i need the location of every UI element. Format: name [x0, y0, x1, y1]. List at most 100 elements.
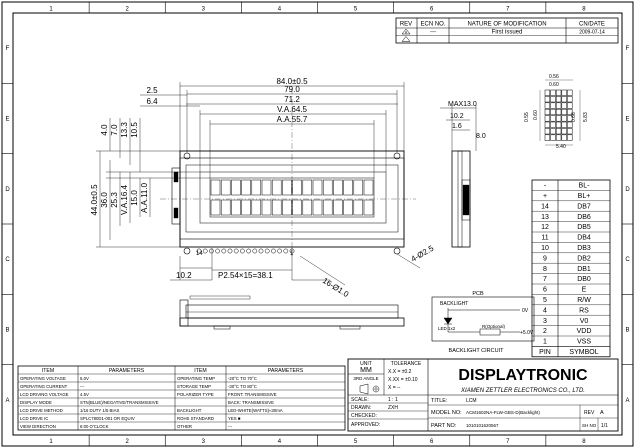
dim-side-8: 8.0 [476, 133, 486, 140]
char-cell [220, 199, 231, 216]
param-header: ITEM [42, 368, 54, 374]
param-cell: LCD DRIVE METHOD [20, 408, 63, 413]
pin-pads [196, 248, 295, 254]
pin-number: 13 [541, 214, 549, 221]
dim-36: 36.0 [100, 192, 109, 208]
five-volt-label: +5.0V [520, 330, 534, 336]
param-cell: STORAGE TEMP [177, 384, 211, 389]
dot [567, 121, 573, 128]
nature-value: First issued [492, 30, 523, 36]
char-cell [353, 199, 364, 216]
ecn-header: ECN NO. [420, 22, 445, 28]
param-cell: FRONT: TRANSMISSIVE [228, 392, 277, 397]
col-label-bottom: 5 [354, 439, 358, 445]
zero-volt-label: 0V [522, 308, 529, 314]
dot [544, 96, 551, 103]
dim-aa-11: A.A.11.0 [140, 182, 149, 213]
dot [544, 115, 551, 122]
dot [555, 89, 562, 96]
rev-label: REV [584, 410, 595, 416]
drawn-label: DRAWN: [351, 405, 371, 411]
dim-width: 84.0±0.5 [276, 77, 308, 86]
rev-triangle-icon [401, 28, 411, 35]
param-cell: BACKLIGHT [177, 408, 202, 413]
pin-symbol: DB2 [577, 255, 591, 262]
char-cell [333, 179, 343, 196]
char-cell [261, 199, 272, 216]
top-dimensions [179, 82, 405, 178]
model-value: ACM1602NA-FLW-GBS-D(Backlight) [466, 410, 540, 415]
pin-number: 4 [543, 307, 547, 314]
pin-number: - [544, 183, 547, 190]
pin-symbol: DB5 [577, 224, 591, 231]
char-cell [363, 199, 374, 216]
dim-height: 44.0±0.5 [90, 184, 99, 216]
row-label-right: B [625, 328, 629, 334]
dim-13-3: 13.3 [120, 122, 129, 138]
pin-symbol: VDD [577, 328, 592, 335]
row-label-right: C [625, 257, 630, 263]
param-cell: LCD DRIVING VOLTAGE [20, 392, 69, 397]
row-label-left: E [5, 117, 9, 123]
circuit-caption: BACKLIGHT CIRCUIT [449, 348, 505, 354]
char-cell [251, 179, 262, 196]
dim-4-holes: 4-Ø2.5 [410, 243, 436, 263]
pin-number: 8 [543, 266, 547, 273]
char-cell [251, 199, 262, 216]
char-cell [292, 179, 302, 196]
param-cell: STN(BLUE)/NEGATIVE/TRANSMISSIVE [80, 400, 159, 405]
row-label-right: E [625, 117, 629, 123]
row-label-left: A [5, 398, 9, 404]
pin-number: 1 [543, 339, 547, 346]
pin-symbol: V0 [580, 318, 589, 325]
char-dim-5: 0.66 [571, 112, 577, 122]
dim-side-1-6: 1.6 [452, 123, 462, 130]
dim-active-area: A.A.55.7 [277, 115, 308, 124]
char-cell [210, 199, 221, 216]
bottom-view [179, 295, 405, 330]
dim-7-0: 7.0 [110, 124, 119, 136]
title-block [347, 358, 619, 432]
dot [550, 128, 556, 135]
param-cell: LED-WHITE(WATTS)≈30mA [228, 408, 283, 413]
char-cell [322, 199, 333, 216]
char-dim-6: 5.83 [583, 112, 589, 122]
part-label: PART NO: [431, 423, 457, 429]
dot [567, 96, 573, 103]
mounting-hole [183, 247, 191, 255]
pin-number: 14 [541, 203, 549, 210]
dot [567, 108, 573, 116]
dot [555, 108, 562, 116]
scale-label: SCALE: [351, 397, 369, 403]
pin-pad [252, 248, 258, 254]
date-header: CN/DATE [579, 22, 605, 28]
dot [555, 115, 562, 122]
row-label-left: F [6, 46, 10, 52]
pin-mark-14: 14 [196, 251, 203, 257]
unit-value: MM [360, 367, 372, 374]
bottom-dimension-labels: 10.2 P2.54×15=38.1 16-Ø1.0 4-Ø2.5 14 1 [176, 243, 436, 299]
company-name: XIAMEN ZETTLER ELECTRONICS CO., LTD. [460, 388, 585, 394]
pin-number: 9 [543, 255, 547, 262]
dot [561, 102, 567, 109]
pin-pad [196, 248, 202, 254]
char-dimension-labels: 0.56 0.60 5.40 0.60 0.55 0.66 5.83 [524, 74, 589, 150]
col-label-top: 3 [202, 7, 206, 13]
char-dim-4: 0.55 [524, 112, 530, 122]
char-cell [302, 179, 313, 196]
pin-number: 12 [541, 224, 549, 231]
char-cell [282, 179, 292, 196]
part-value: 1010101620567 [466, 423, 499, 428]
param-cell: --- [80, 384, 85, 389]
character-cells [210, 179, 374, 216]
pin-pad [240, 248, 245, 254]
dot [544, 134, 551, 141]
ecn-value: --- [430, 30, 436, 36]
row-label-right: D [625, 187, 630, 193]
pcb-label: PCB [472, 291, 484, 297]
char-cell [241, 199, 251, 216]
param-cell: ROHS STANDARD [177, 416, 214, 421]
revision-table: REV ECN NO. NATURE OF MODIFICATION CN/DA… [395, 17, 619, 44]
sheet-value: 1/1 [601, 423, 608, 429]
